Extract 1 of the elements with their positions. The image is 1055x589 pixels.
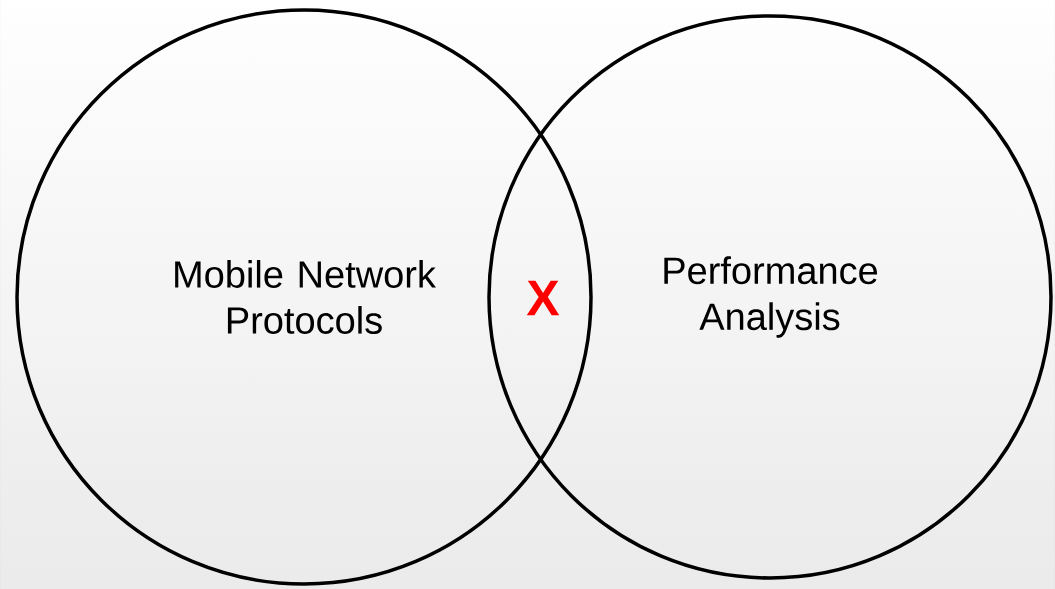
intersection-mark: X [526, 280, 560, 316]
